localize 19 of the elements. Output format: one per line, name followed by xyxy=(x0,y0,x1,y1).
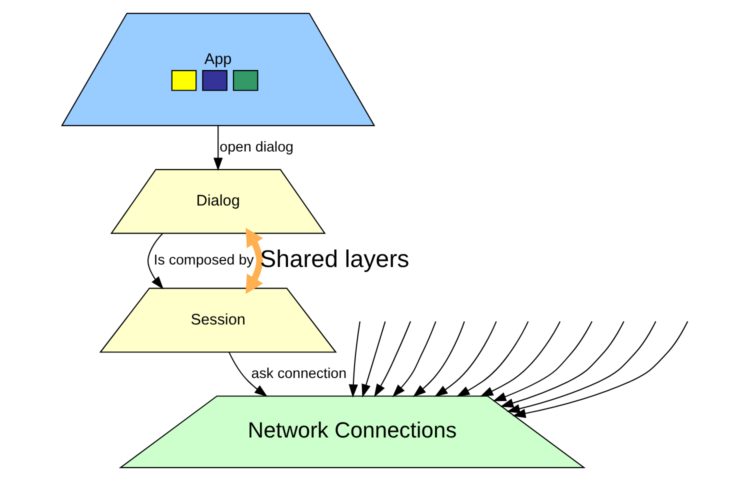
arrow xyxy=(512,320,688,418)
edge-label: ask connection xyxy=(250,365,346,382)
arrow xyxy=(392,320,436,397)
edge-label: open dialog xyxy=(219,138,294,155)
arrow xyxy=(434,320,496,396)
arrow xyxy=(500,320,624,413)
arrow xyxy=(146,232,164,289)
arrow xyxy=(456,320,528,396)
arrow xyxy=(492,320,592,407)
arrow xyxy=(228,351,268,396)
arrow xyxy=(374,320,411,397)
arrow xyxy=(412,320,464,397)
arrow xyxy=(479,320,560,401)
arrow xyxy=(506,320,656,418)
edge-label: Is composed by xyxy=(153,252,254,268)
arrow xyxy=(361,320,386,397)
arrow xyxy=(212,125,222,170)
arrow xyxy=(348,320,360,398)
arrow xyxy=(245,227,263,294)
